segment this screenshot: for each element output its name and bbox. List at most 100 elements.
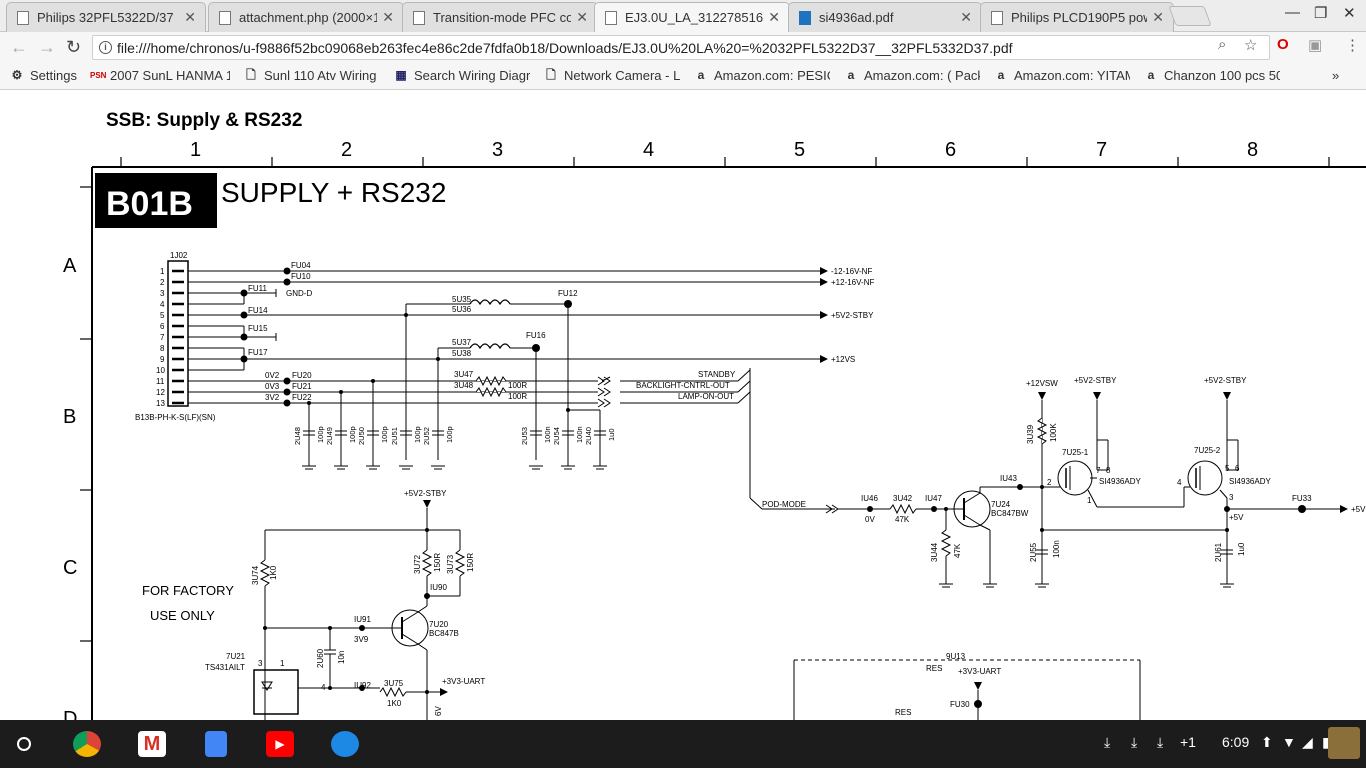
tab-transition-mode[interactable]: Transition-mode PFC co ✕ xyxy=(402,2,598,32)
iu-label: IU90 xyxy=(430,583,447,592)
iu-label: IU91 xyxy=(354,615,371,624)
tab-ej3-pdf[interactable]: EJ3.0U_LA_3122785168 ✕ xyxy=(594,2,790,33)
tab-attachment[interactable]: attachment.php (2000×1 ✕ xyxy=(208,2,404,32)
tab-si4936ad[interactable]: si4936ad.pdf ✕ xyxy=(788,2,982,32)
new-tab-button[interactable] xyxy=(1168,6,1212,26)
battery-icon[interactable]: ▮ xyxy=(1322,734,1330,750)
resistor-3u48 xyxy=(475,386,507,398)
ic-ref: 7U25-2 xyxy=(1194,446,1221,455)
close-window-icon[interactable]: ✕ xyxy=(1343,5,1356,22)
docs-icon[interactable] xyxy=(205,731,227,757)
restore-icon[interactable]: ❐ xyxy=(1314,5,1328,22)
tab-philips-32pfl[interactable]: Philips 32PFL5322D/37 ✕ xyxy=(6,2,206,32)
zoom-icon[interactable]: ⌕ xyxy=(1218,36,1227,53)
signal-icon[interactable]: ◢ xyxy=(1302,734,1313,750)
tab-philips-plcd[interactable]: Philips PLCD190P5 pow ✕ xyxy=(980,2,1174,32)
net-label: LAMP-ON-OUT xyxy=(678,392,734,401)
resistor-label: 3U72 xyxy=(413,554,422,574)
reload-icon[interactable]: ↻ xyxy=(66,37,82,57)
pin-number: 3 xyxy=(258,659,263,668)
pin-number: 2 xyxy=(1047,478,1052,487)
net-label: +3V3-UART xyxy=(442,677,485,686)
column-label: 5 xyxy=(794,139,805,161)
voltage-label: 0V3 xyxy=(265,382,280,391)
wifi-icon[interactable]: ▼ xyxy=(1282,734,1296,750)
close-icon[interactable]: ✕ xyxy=(382,9,394,25)
bookmark-star-icon[interactable]: ☆ xyxy=(1244,37,1258,54)
net-label: +5V2-STBY xyxy=(831,311,874,320)
close-icon[interactable]: ✕ xyxy=(960,9,972,25)
download-icon[interactable]: ⤓ xyxy=(1157,734,1164,750)
close-icon[interactable]: ✕ xyxy=(576,9,588,25)
coil-label: 5U35 xyxy=(452,295,472,304)
bookmark-network-camera[interactable]: 🗋Network Camera - Liv xyxy=(544,68,680,83)
forward-icon[interactable]: → xyxy=(38,37,56,57)
page-icon xyxy=(17,11,29,25)
net-label: +5V xyxy=(1351,505,1366,514)
avatar[interactable] xyxy=(1328,727,1360,759)
amazon-icon: a xyxy=(997,68,1005,82)
download-icon[interactable]: ⤓ xyxy=(1131,734,1138,750)
bookmark-sunl-wiring[interactable]: 🗋Sunl 110 Atv Wiring xyxy=(244,68,380,83)
extension-icon[interactable]: ▣ xyxy=(1308,37,1323,54)
block-id-box xyxy=(95,173,217,228)
net-label: STANDBY xyxy=(698,370,736,379)
more-bookmarks-icon[interactable]: » xyxy=(1332,68,1340,83)
resistor-label: 3U44 xyxy=(930,542,939,562)
column-label: 8 xyxy=(1247,139,1258,161)
voltage-label: 6V xyxy=(434,706,443,716)
page-icon xyxy=(413,11,425,25)
info-icon[interactable]: i xyxy=(99,41,112,54)
close-icon[interactable]: ✕ xyxy=(768,9,780,25)
resistor-label: 3U47 xyxy=(454,370,474,379)
page-icon: 🗋 xyxy=(246,68,256,82)
resistor-label: 1K0 xyxy=(269,565,278,580)
clock[interactable]: 6:09 xyxy=(1222,734,1250,750)
opera-icon[interactable]: O xyxy=(1277,36,1289,53)
cap-val: 1u0 xyxy=(1237,542,1246,556)
iu-label: IU47 xyxy=(925,494,942,503)
cap-val: 10n xyxy=(337,651,346,664)
pin-number: 7 xyxy=(160,333,165,342)
factory-note: FOR FACTORY xyxy=(142,583,234,598)
gear-icon: ⚙ xyxy=(11,68,23,82)
download-icon[interactable]: ⤓ xyxy=(1104,734,1111,750)
back-icon[interactable]: ← xyxy=(10,37,28,57)
gmail-icon[interactable]: M xyxy=(138,731,166,757)
chrome-icon[interactable] xyxy=(73,731,101,757)
cap-ref: 2U52 xyxy=(422,427,431,445)
minimize-icon[interactable]: — xyxy=(1285,4,1300,21)
address-bar[interactable]: i file:///home/chronos/u-f9886f52bc09068… xyxy=(92,35,1270,60)
bookmark-search-wiring[interactable]: ▦Search Wiring Diagra xyxy=(395,68,530,83)
pdf-viewer[interactable]: SSB: Supply & RS232 1 2 3 4 5 6 7 8 A B … xyxy=(0,91,1366,720)
close-icon[interactable]: ✕ xyxy=(1152,9,1164,25)
launcher-icon[interactable] xyxy=(17,737,31,751)
notification-count[interactable]: +1 xyxy=(1180,734,1196,750)
menu-icon[interactable]: ⋮ xyxy=(1345,37,1360,54)
update-icon[interactable]: ⬆ xyxy=(1261,734,1273,750)
net-label: +5V xyxy=(1229,513,1244,522)
pin-number: 5 xyxy=(1225,464,1230,473)
net-label: -12-16V-NF xyxy=(831,267,872,276)
column-label: 7 xyxy=(1096,139,1107,161)
resistor-label: 1K0 xyxy=(387,699,402,708)
close-icon[interactable]: ✕ xyxy=(184,9,196,25)
bookmark-settings[interactable]: ⚙Settings xyxy=(11,68,77,83)
pin-number: 1 xyxy=(1087,496,1092,505)
vishay-icon xyxy=(799,11,811,25)
fuse-label: FU17 xyxy=(248,348,268,357)
cap-val: 100p xyxy=(380,426,389,443)
ic-7u21 xyxy=(253,669,299,715)
cap-val: 100p xyxy=(316,426,325,443)
youtube-icon[interactable]: ▶ xyxy=(266,731,294,757)
resistor-3u75 xyxy=(379,686,407,698)
voltage-label: 3V9 xyxy=(354,635,369,644)
url-text: file:///home/chronos/u-f9886f52bc09068eb… xyxy=(117,40,1013,56)
files-icon[interactable] xyxy=(331,731,359,757)
pin-number: 1 xyxy=(280,659,285,668)
